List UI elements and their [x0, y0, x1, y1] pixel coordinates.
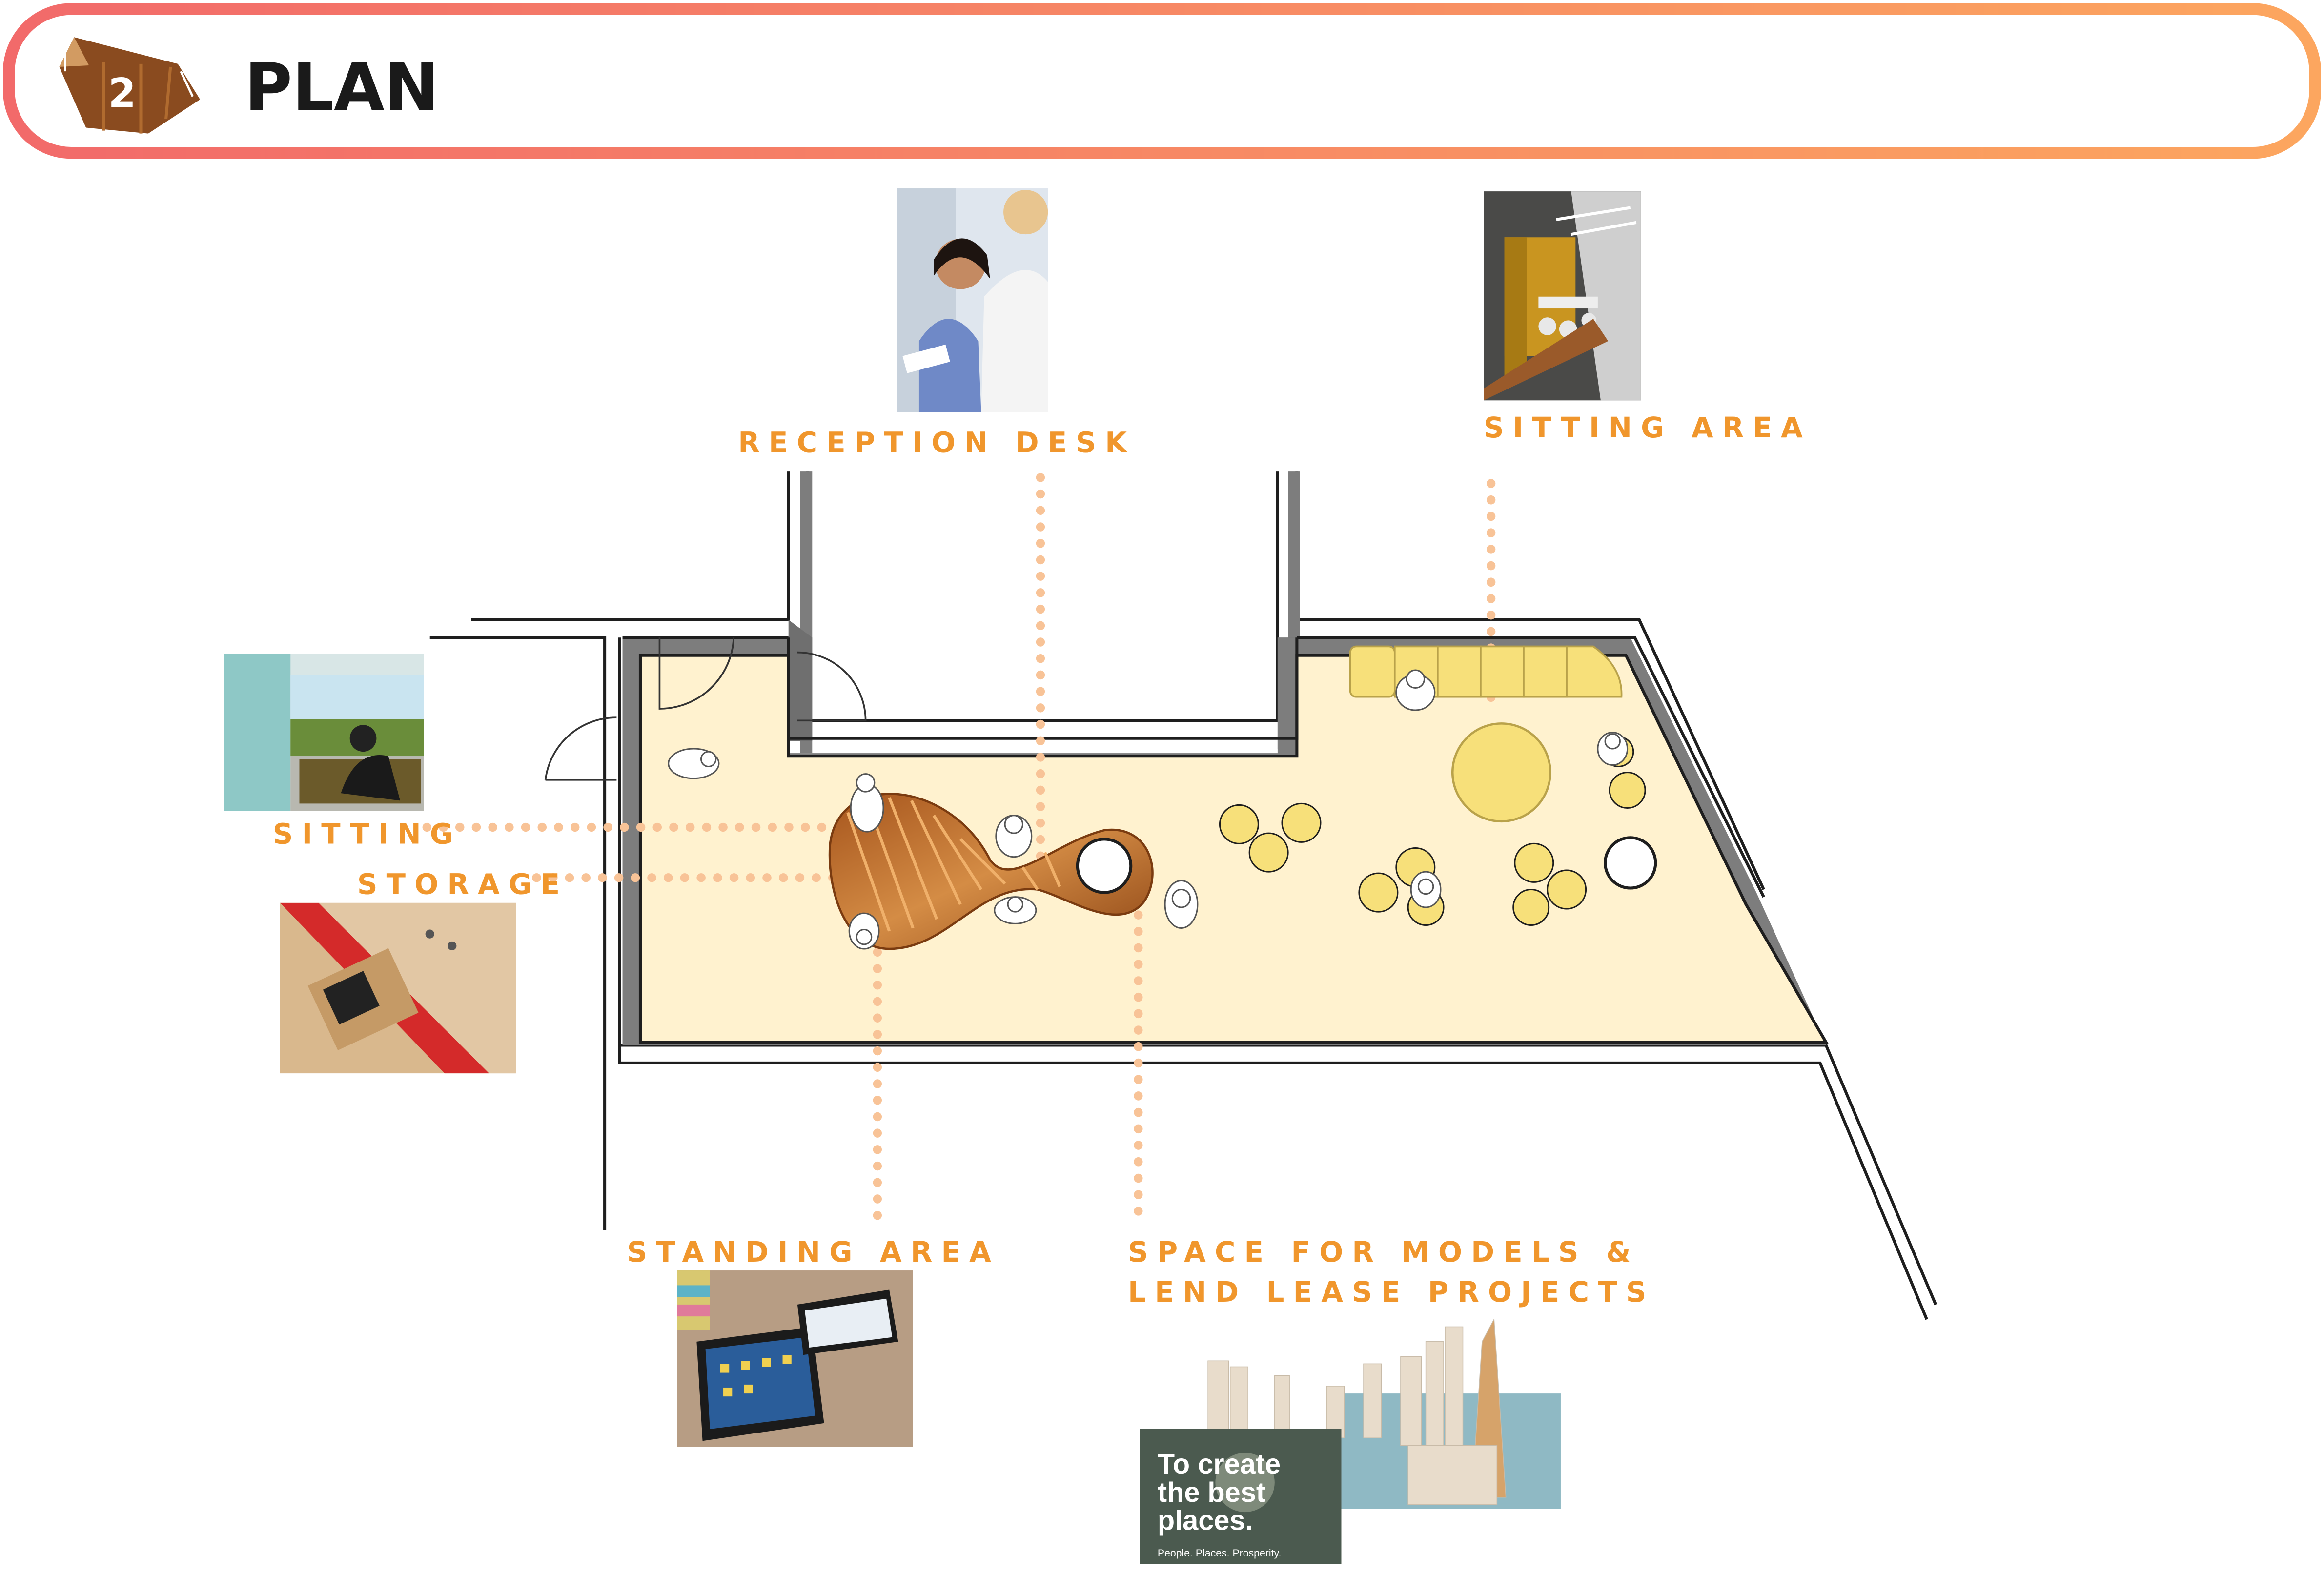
- label-storage: STORAGE: [357, 868, 569, 901]
- reception-desk-photo: [897, 188, 1048, 412]
- models-overlay-line2: the best: [1158, 1477, 1265, 1508]
- header-frame: [3, 3, 2321, 159]
- label-models-line1: SPACE FOR MODELS &: [1128, 1235, 1639, 1269]
- label-models-line2: LEND LEASE PROJECTS: [1128, 1275, 1655, 1309]
- leader-lines: [422, 473, 1496, 1223]
- labels: RECEPTION DESK SITTING AREA SITTING STOR…: [273, 411, 1812, 1309]
- header-bar: 2 PLAN: [3, 3, 2321, 159]
- page-title: PLAN: [245, 49, 439, 125]
- tables: [1451, 722, 1657, 890]
- models-overlay-line1: To create: [1158, 1449, 1281, 1480]
- models-overlay-tagline: People. Places. Prosperity.: [1158, 1547, 1282, 1559]
- models-overlay-line3: places.: [1158, 1505, 1253, 1536]
- label-sitting: SITTING: [273, 817, 462, 850]
- label-sitting-area: SITTING AREA: [1484, 411, 1812, 444]
- label-standing-area: STANDING AREA: [627, 1235, 1000, 1269]
- storage-photo: [280, 902, 516, 1074]
- models-photo: To create the best places. People. Place…: [1140, 1318, 1561, 1564]
- badge-number: 2: [108, 70, 136, 117]
- people: [668, 669, 1629, 950]
- section-badge-icon: 2: [59, 37, 200, 134]
- sofa-bench: [1349, 645, 1623, 698]
- reception-desk: [828, 793, 1154, 950]
- doors: [544, 637, 867, 781]
- sitting-area-photo: [1484, 191, 1641, 401]
- label-reception-desk: RECEPTION DESK: [738, 426, 1136, 459]
- standing-area-photo: [677, 1270, 913, 1447]
- sitting-photo: [224, 654, 424, 811]
